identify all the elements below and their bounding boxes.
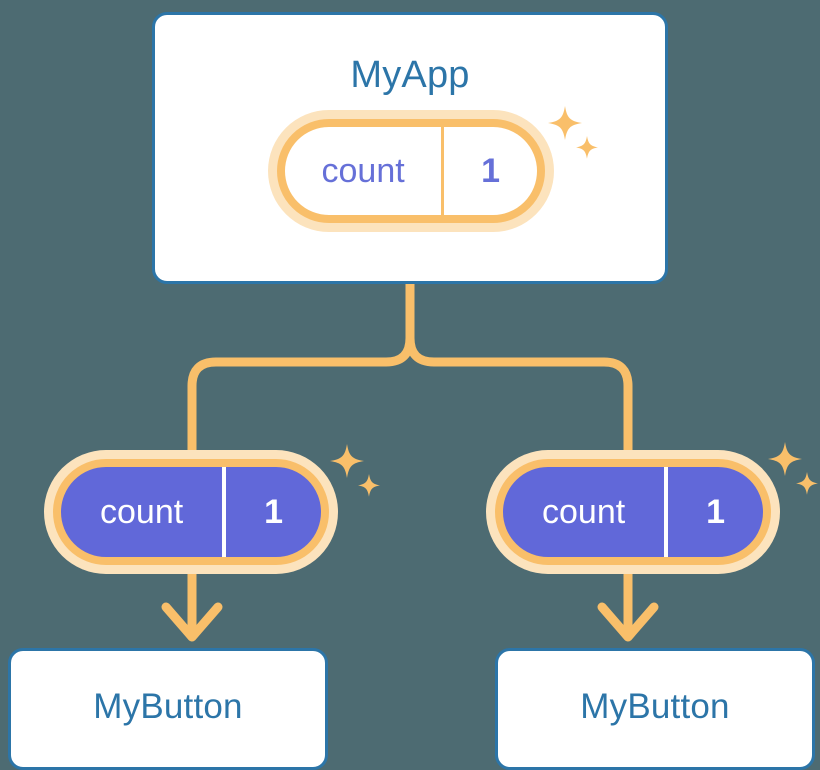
prop-pill-right[interactable]: count 1 (486, 450, 780, 574)
state-pill-myapp[interactable]: count 1 (268, 110, 554, 232)
prop-pill-value: 1 (664, 467, 763, 557)
prop-pill-body: count 1 (495, 459, 771, 565)
connector-branch-left (187, 333, 415, 457)
component-label: MyButton (580, 687, 730, 726)
state-pill-body: count 1 (277, 119, 545, 223)
arrow-down-icon-right (597, 569, 659, 642)
state-pill-value: 1 (441, 127, 537, 215)
page-title: MyApp (350, 54, 470, 96)
prop-pill-key: count (100, 492, 184, 531)
connector-branch-right (405, 333, 633, 457)
state-pill-key: count (321, 151, 405, 190)
prop-pill-key: count (542, 492, 626, 531)
component-card-mybutton-left[interactable]: MyButton (8, 648, 328, 770)
prop-pill-left[interactable]: count 1 (44, 450, 338, 574)
component-label: MyButton (93, 687, 243, 726)
prop-pill-body: count 1 (53, 459, 329, 565)
component-card-mybutton-right[interactable]: MyButton (495, 648, 815, 770)
prop-pill-value: 1 (222, 467, 321, 557)
arrow-down-icon-left (161, 569, 223, 642)
